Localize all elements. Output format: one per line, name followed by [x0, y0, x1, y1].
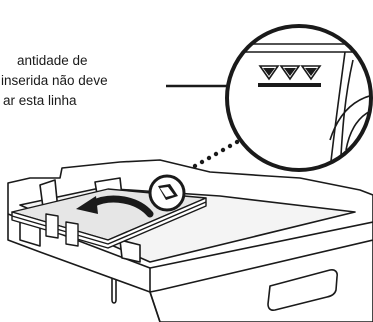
magnified-inset: [225, 24, 373, 172]
load-direction-arrow-icon: [76, 195, 154, 218]
caption-line-1: antidade de: [17, 53, 88, 68]
dotted-connector: [185, 139, 240, 173]
mark-location-highlight: [148, 174, 186, 212]
caption-line-3: ar esta linha: [3, 93, 77, 108]
instruction-caption: antidade de inserida não deve ar esta li…: [0, 51, 200, 111]
caption-line-2: inserida não deve: [1, 73, 108, 88]
paper-tray: [7, 159, 373, 322]
limit-mark-icon: [258, 65, 322, 87]
